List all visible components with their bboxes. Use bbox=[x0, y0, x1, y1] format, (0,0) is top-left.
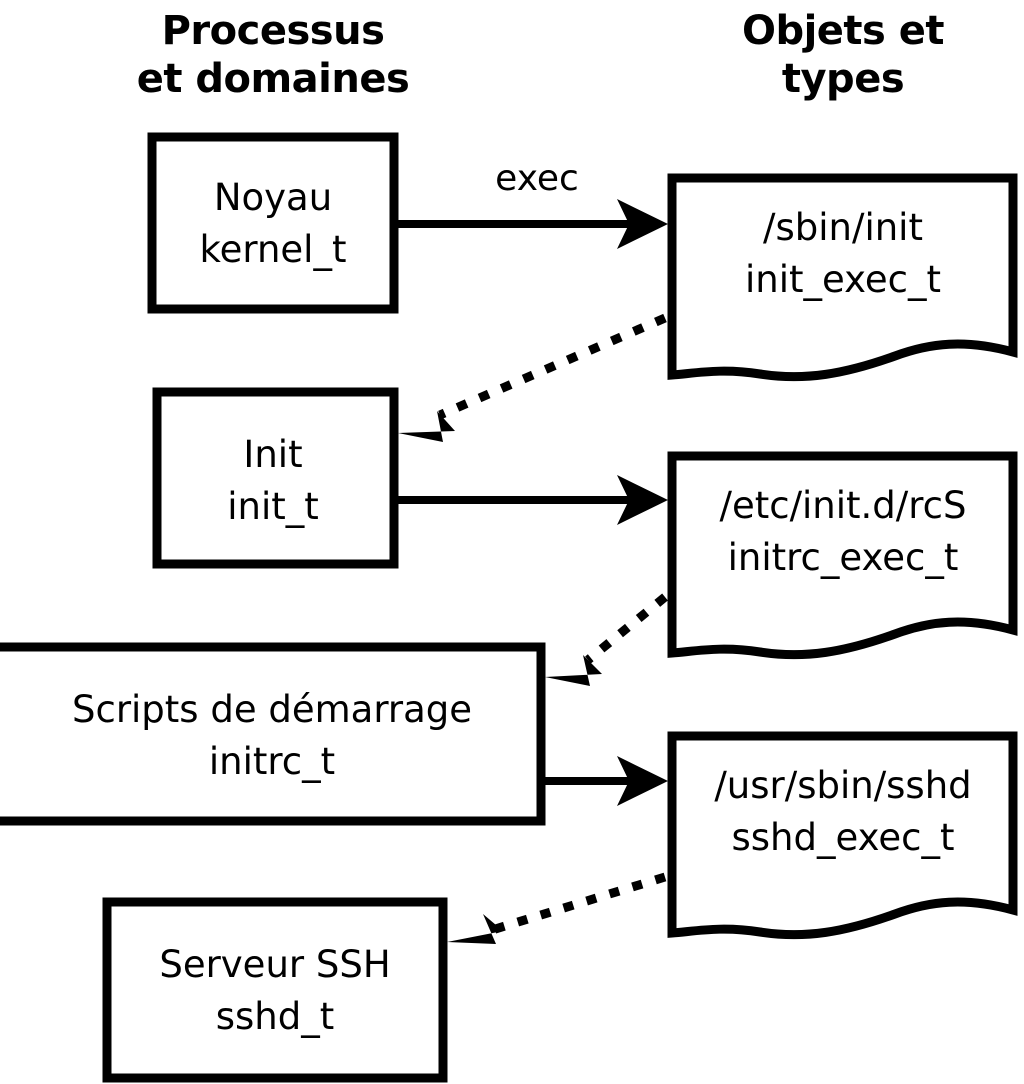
edge-initrc-exec-sshd_exec bbox=[545, 756, 668, 806]
arrowhead-icon bbox=[617, 199, 668, 249]
node-init_exec[interactable]: /sbin/init init_exec_t bbox=[667, 173, 1018, 382]
node-init_exec-line2: init_exec_t bbox=[745, 258, 941, 301]
edge-init-exec-initrc_exec bbox=[398, 475, 668, 525]
node-sshd_exec-line2: sshd_exec_t bbox=[732, 816, 955, 859]
node-initrc[interactable]: Scripts de démarrage initrc_t bbox=[0, 642, 546, 826]
arrowhead-icon bbox=[447, 914, 503, 944]
column-header-objects-line1: Objets et bbox=[742, 8, 944, 54]
node-initrc_exec-line1: /etc/init.d/rcS bbox=[719, 484, 966, 527]
node-sshd_exec-line1: /usr/sbin/sshd bbox=[714, 764, 971, 807]
node-initrc_exec-document-shape[interactable] bbox=[667, 451, 1018, 660]
node-kernel[interactable]: Noyau kernel_t bbox=[147, 132, 399, 314]
node-kernel-line2: kernel_t bbox=[200, 228, 347, 271]
node-initrc-box[interactable] bbox=[0, 642, 546, 826]
node-initrc_exec-line2: initrc_exec_t bbox=[728, 536, 959, 579]
node-kernel-line1: Noyau bbox=[214, 176, 332, 219]
node-sshd_exec-document-shape[interactable] bbox=[667, 731, 1018, 940]
arrowhead-icon bbox=[398, 411, 455, 442]
edge-init_exec-transition-init bbox=[398, 313, 667, 442]
node-sshd-line1: Serveur SSH bbox=[159, 943, 390, 986]
node-sshd-line2: sshd_t bbox=[216, 995, 335, 1038]
column-header-objects: Objets et types bbox=[742, 8, 945, 102]
node-kernel-box[interactable] bbox=[147, 132, 399, 314]
node-init-line1: Init bbox=[243, 433, 302, 476]
edge-label-exec: exec bbox=[495, 158, 579, 199]
arrowhead-icon bbox=[617, 475, 668, 525]
column-header-processes-line1: Processus bbox=[162, 8, 385, 54]
node-init_exec-line1: /sbin/init bbox=[763, 206, 923, 249]
edge-kernel-exec-init_exec: exec bbox=[398, 158, 668, 249]
arrowhead-icon bbox=[617, 756, 668, 806]
node-initrc-line2: initrc_t bbox=[209, 740, 335, 783]
node-initrc-line1: Scripts de démarrage bbox=[72, 688, 472, 731]
node-init-box[interactable] bbox=[152, 387, 399, 569]
edge-line bbox=[438, 313, 667, 420]
node-init[interactable]: Init init_t bbox=[152, 387, 399, 569]
node-sshd[interactable]: Serveur SSH sshd_t bbox=[102, 897, 448, 1083]
arrowhead-icon bbox=[545, 655, 602, 686]
edge-sshd_exec-transition-sshd bbox=[447, 872, 667, 944]
edge-line bbox=[585, 593, 668, 664]
node-sshd-box[interactable] bbox=[102, 897, 448, 1083]
node-sshd_exec[interactable]: /usr/sbin/sshd sshd_exec_t bbox=[667, 731, 1018, 940]
node-init_exec-document-shape[interactable] bbox=[667, 173, 1018, 382]
column-header-objects-line2: types bbox=[782, 56, 904, 102]
column-header-processes-line2: et domaines bbox=[137, 56, 410, 102]
edge-line bbox=[490, 872, 667, 935]
node-initrc_exec[interactable]: /etc/init.d/rcS initrc_exec_t bbox=[667, 451, 1018, 660]
column-header-processes: Processus et domaines bbox=[137, 8, 410, 102]
edge-initrc_exec-transition-initrc bbox=[545, 593, 668, 686]
node-init-line2: init_t bbox=[227, 485, 319, 528]
